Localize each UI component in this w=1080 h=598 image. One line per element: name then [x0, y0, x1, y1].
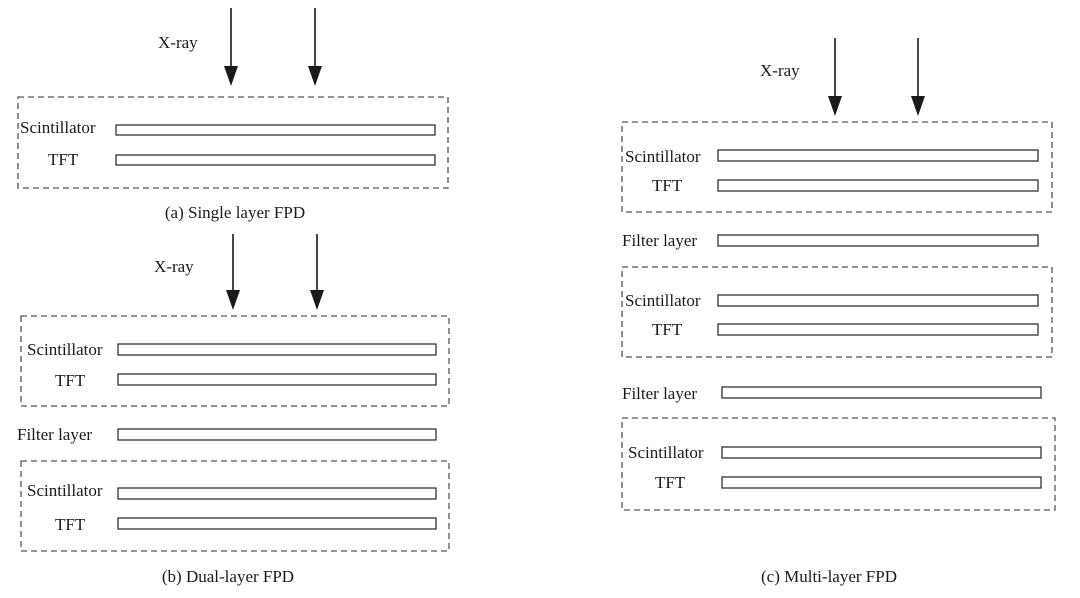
- scintillator-layer: [717, 294, 1039, 307]
- tft-layer: [717, 323, 1039, 336]
- xray-label: X-ray: [154, 257, 194, 276]
- scintillator-layer: [117, 343, 437, 356]
- scintillator-layer: [115, 124, 436, 136]
- tft-layer: [117, 517, 437, 530]
- scintillator-layer: [717, 149, 1039, 162]
- xray-arrow: [310, 234, 324, 310]
- tft-label: TFT: [652, 176, 683, 195]
- filter-layer-label: Filter layer: [622, 384, 697, 403]
- filter-layer-label: Filter layer: [622, 231, 697, 250]
- filter-layer: [117, 428, 437, 441]
- caption-dual-layer: (b) Dual-layer FPD: [162, 567, 294, 586]
- xray-arrow: [828, 38, 842, 116]
- scintillator-label: Scintillator: [27, 340, 103, 359]
- panel-multi-layer: X-ray Scintillator TFT Filter layer Scin…: [621, 38, 1056, 586]
- panel-dual-layer: X-ray Scintillator TFT Filter layer Scin…: [17, 234, 450, 586]
- xray-label: X-ray: [760, 61, 800, 80]
- detector-frame-top: [20, 315, 450, 407]
- filter-layer: [721, 386, 1042, 399]
- caption-single-layer: (a) Single layer FPD: [165, 203, 305, 222]
- tft-label: TFT: [655, 473, 686, 492]
- panel-single-layer: X-ray Scintillator TFT (a) Single layer …: [17, 8, 449, 222]
- xray-arrow: [911, 38, 925, 116]
- caption-multi-layer: (c) Multi-layer FPD: [761, 567, 897, 586]
- scintillator-label: Scintillator: [625, 291, 701, 310]
- xray-arrow: [224, 8, 238, 86]
- filter-layer: [717, 234, 1039, 247]
- tft-label: TFT: [55, 371, 86, 390]
- detector-frame: [17, 96, 449, 189]
- tft-label: TFT: [48, 150, 79, 169]
- scintillator-label: Scintillator: [625, 147, 701, 166]
- detector-frame-3: [621, 417, 1056, 511]
- xray-label: X-ray: [158, 33, 198, 52]
- detector-frame-bottom: [20, 460, 450, 552]
- tft-layer: [115, 154, 436, 166]
- scintillator-layer: [117, 487, 437, 500]
- scintillator-label: Scintillator: [20, 118, 96, 137]
- filter-layer-label: Filter layer: [17, 425, 92, 444]
- tft-label: TFT: [652, 320, 683, 339]
- scintillator-label: Scintillator: [27, 481, 103, 500]
- xray-arrow: [308, 8, 322, 86]
- detector-frame-1: [621, 121, 1053, 213]
- xray-arrow: [226, 234, 240, 310]
- detector-frame-2: [621, 266, 1053, 358]
- scintillator-layer: [721, 446, 1042, 459]
- tft-layer: [721, 476, 1042, 489]
- tft-layer: [117, 373, 437, 386]
- tft-layer: [717, 179, 1039, 192]
- tft-label: TFT: [55, 515, 86, 534]
- scintillator-label: Scintillator: [628, 443, 704, 462]
